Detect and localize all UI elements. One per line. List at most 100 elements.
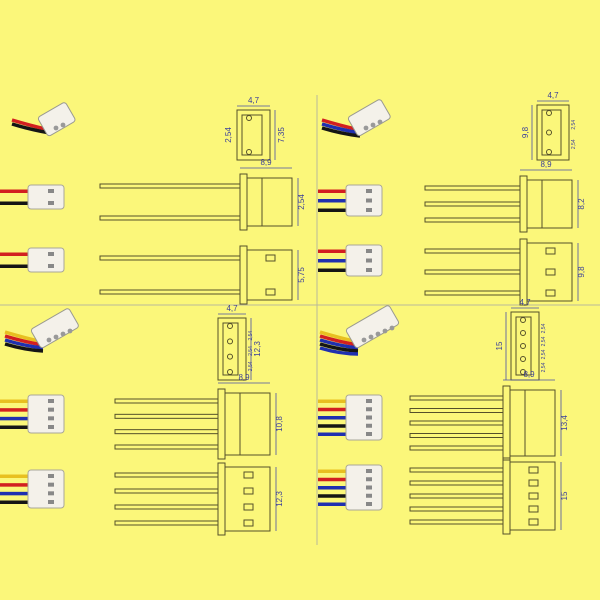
pin-slot bbox=[48, 500, 54, 504]
wire-drawing bbox=[114, 472, 219, 478]
side-view-flange bbox=[502, 385, 511, 461]
pin-slot bbox=[48, 264, 54, 268]
dimension-label: 8,9 bbox=[238, 373, 250, 382]
pin-slot bbox=[366, 493, 372, 498]
wire-drawing bbox=[409, 493, 504, 499]
pin-window bbox=[545, 247, 556, 255]
pin-window bbox=[545, 289, 556, 297]
dimension-label: 8,2 bbox=[577, 198, 586, 210]
pitch-label: 2,54 bbox=[541, 336, 547, 346]
wire bbox=[318, 486, 348, 490]
side-view-body bbox=[224, 466, 271, 532]
wire-drawing bbox=[424, 269, 521, 275]
pin-slot bbox=[366, 399, 372, 403]
pin-slot bbox=[366, 502, 372, 506]
wire bbox=[319, 338, 359, 350]
connector-photo-angled bbox=[319, 305, 400, 356]
side-view-flange bbox=[217, 388, 226, 460]
pin-window bbox=[243, 519, 254, 527]
wire bbox=[0, 483, 30, 487]
pin-slot bbox=[48, 252, 54, 256]
wire bbox=[0, 491, 30, 496]
pin-window bbox=[528, 518, 539, 526]
dimension-label: 9,8 bbox=[577, 266, 586, 278]
side-view-flange bbox=[239, 173, 248, 231]
connector-housing bbox=[27, 184, 65, 210]
wire bbox=[318, 502, 348, 506]
dimension-label: 15 bbox=[495, 341, 504, 350]
dimension-label: 9,8 bbox=[521, 126, 530, 138]
pin-slot bbox=[48, 201, 54, 205]
end-view-pin bbox=[520, 356, 526, 362]
dimension-label: 8,9 bbox=[523, 370, 535, 379]
connector-housing bbox=[345, 184, 383, 217]
dimension-label: 8,9 bbox=[260, 158, 272, 167]
wire bbox=[0, 500, 30, 504]
dimension-label: 7,35 bbox=[277, 127, 286, 143]
wire bbox=[318, 407, 348, 412]
wire bbox=[321, 126, 361, 138]
connector-housing bbox=[345, 464, 383, 511]
wire-drawing bbox=[99, 255, 241, 261]
pin-slot bbox=[366, 407, 372, 412]
pin-slot bbox=[366, 198, 372, 203]
wire-drawing bbox=[424, 217, 521, 223]
end-view-outline bbox=[217, 317, 247, 381]
pitch-label: 2,54 bbox=[571, 120, 577, 130]
wire bbox=[319, 342, 359, 353]
wire bbox=[318, 259, 348, 263]
end-view-inner bbox=[515, 316, 532, 376]
wire bbox=[318, 189, 348, 193]
dimension-label: 8,9 bbox=[540, 160, 552, 169]
wire bbox=[0, 189, 30, 193]
wire bbox=[4, 342, 44, 353]
side-view-flange bbox=[239, 245, 248, 305]
wire-drawing bbox=[114, 413, 219, 419]
pin-window bbox=[528, 466, 539, 474]
connector-housing bbox=[27, 394, 65, 434]
dimension-label: 10,8 bbox=[275, 416, 284, 432]
pin-hole bbox=[60, 331, 66, 337]
connector-housing bbox=[27, 247, 65, 273]
pin-slot bbox=[366, 189, 372, 193]
pin-slot bbox=[366, 249, 372, 253]
pin-slot bbox=[366, 268, 372, 272]
pin-slot bbox=[366, 432, 372, 436]
wire-drawing bbox=[424, 185, 521, 191]
pin-slot bbox=[48, 474, 54, 478]
end-view-pin bbox=[246, 115, 252, 121]
wire-drawing bbox=[409, 420, 504, 426]
wire-drawing bbox=[114, 444, 219, 450]
pin-slot bbox=[48, 416, 54, 421]
wire-drawing bbox=[424, 201, 521, 207]
pin-window bbox=[265, 288, 276, 296]
connector-photo-side-1 bbox=[318, 394, 383, 441]
side-view-flange bbox=[502, 457, 511, 535]
dimension-label: 13,4 bbox=[560, 415, 569, 431]
wire bbox=[318, 416, 348, 420]
pin-window bbox=[528, 479, 539, 487]
pin-hole bbox=[368, 334, 374, 340]
wire-drawing bbox=[409, 480, 504, 486]
wire bbox=[318, 477, 348, 482]
pin-window bbox=[243, 471, 254, 479]
dimension-label: 4,7 bbox=[248, 96, 260, 105]
wire bbox=[319, 346, 359, 356]
connector-housing bbox=[345, 394, 383, 441]
wire bbox=[0, 474, 30, 478]
connector-photo-side-2 bbox=[0, 247, 65, 273]
pin-hole bbox=[377, 119, 383, 125]
pitch-label: 2,54 bbox=[248, 331, 254, 341]
wire bbox=[318, 249, 348, 253]
pin-slot bbox=[366, 485, 372, 490]
wire-drawing bbox=[99, 215, 241, 221]
end-view-inner bbox=[541, 109, 562, 156]
connector-photo-side-2 bbox=[318, 244, 383, 277]
connector-photo-angled bbox=[11, 102, 76, 137]
connector-housing bbox=[347, 99, 391, 137]
pin-window bbox=[528, 505, 539, 513]
pin-hole bbox=[363, 125, 369, 131]
connector-housing bbox=[27, 469, 65, 509]
wire-drawing bbox=[424, 290, 521, 296]
pitch-label: 2,54 bbox=[541, 349, 547, 359]
